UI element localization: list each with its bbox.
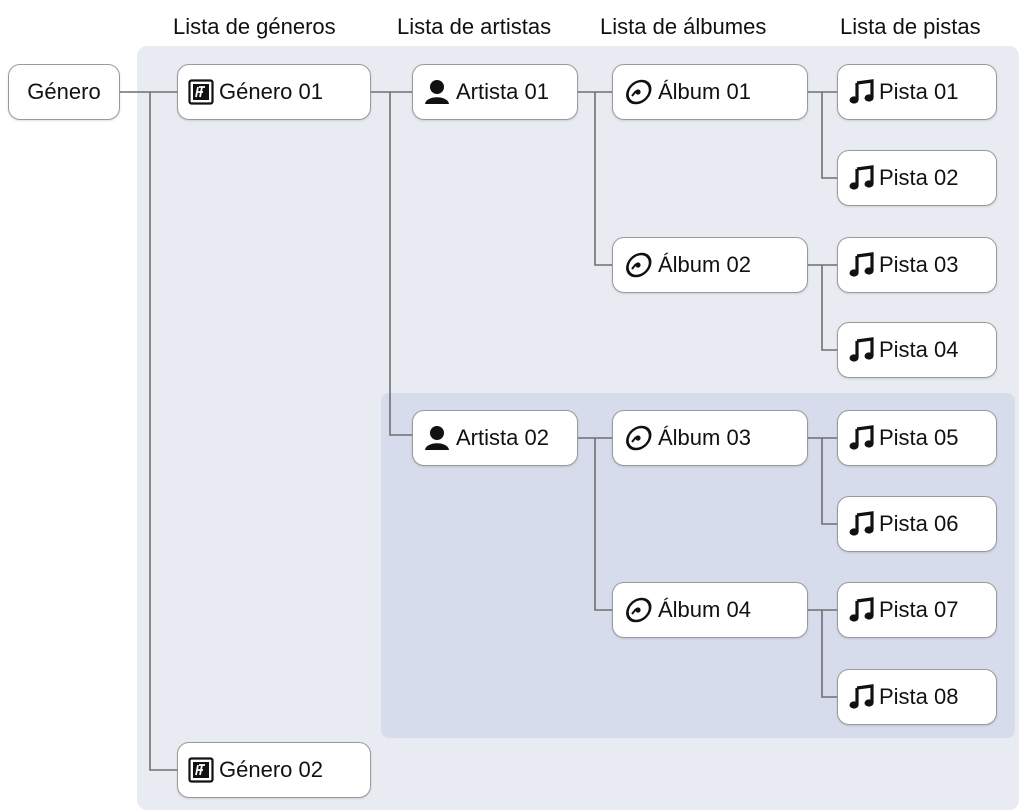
music-note-icon	[848, 252, 874, 278]
album-node-01[interactable]: Álbum 01	[612, 64, 808, 120]
track-node-01[interactable]: Pista 01	[837, 64, 997, 120]
artist-list-header: Lista de artistas	[397, 14, 552, 39]
album-icon	[623, 252, 653, 278]
track-node-05[interactable]: Pista 05	[837, 410, 997, 466]
album-label: Álbum 01	[658, 79, 751, 104]
track-label: Pista 07	[879, 597, 959, 622]
album-label: Álbum 03	[658, 425, 751, 450]
artist-node-02[interactable]: Artista 02	[412, 410, 578, 466]
track-node-08[interactable]: Pista 08	[837, 669, 997, 725]
track-label: Pista 06	[879, 511, 959, 536]
music-note-icon	[848, 79, 874, 105]
track-node-03[interactable]: Pista 03	[837, 237, 997, 293]
connector-album01-tracks	[808, 91, 837, 179]
connector-album04-tracks	[808, 609, 837, 698]
album-label: Álbum 04	[658, 597, 751, 622]
artist-label: Artista 01	[456, 79, 549, 104]
album-icon	[623, 79, 653, 105]
genre-label: Género 02	[219, 757, 323, 782]
artist-icon	[423, 79, 451, 105]
artist-icon	[423, 425, 451, 451]
track-list-header: Lista de pistas	[840, 14, 981, 39]
music-note-icon	[848, 425, 874, 451]
track-node-04[interactable]: Pista 04	[837, 322, 997, 378]
connector-genre-artists	[371, 91, 412, 436]
track-label: Pista 01	[879, 79, 959, 104]
connector-album03-tracks	[808, 437, 837, 525]
track-label: Pista 08	[879, 684, 959, 709]
connector-artist02-albums	[578, 437, 612, 611]
genre-icon	[188, 757, 214, 783]
genre-node-01[interactable]: Género 01	[177, 64, 371, 120]
track-label: Pista 05	[879, 425, 959, 450]
track-label: Pista 02	[879, 165, 959, 190]
track-node-07[interactable]: Pista 07	[837, 582, 997, 638]
music-note-icon	[848, 337, 874, 363]
connector-root-genres	[120, 91, 177, 771]
genre-list-header: Lista de géneros	[173, 14, 336, 39]
artist-node-01[interactable]: Artista 01	[412, 64, 578, 120]
track-node-06[interactable]: Pista 06	[837, 496, 997, 552]
album-node-02[interactable]: Álbum 02	[612, 237, 808, 293]
album-node-04[interactable]: Álbum 04	[612, 582, 808, 638]
root-genre-node[interactable]: Género	[8, 64, 120, 120]
artist-label: Artista 02	[456, 425, 549, 450]
genre-label: Género 01	[219, 79, 323, 104]
music-note-icon	[848, 597, 874, 623]
track-node-02[interactable]: Pista 02	[837, 150, 997, 206]
album-icon	[623, 425, 653, 451]
connector-artist01-albums	[578, 91, 612, 266]
connector-album02-tracks	[808, 264, 837, 351]
album-node-03[interactable]: Álbum 03	[612, 410, 808, 466]
album-list-header: Lista de álbumes	[600, 14, 767, 39]
genre-icon	[188, 79, 214, 105]
music-note-icon	[848, 684, 874, 710]
music-note-icon	[848, 511, 874, 537]
album-icon	[623, 597, 653, 623]
track-label: Pista 03	[879, 252, 959, 277]
genre-node-02[interactable]: Género 02	[177, 742, 371, 798]
album-label: Álbum 02	[658, 252, 751, 277]
root-genre-label: Género	[27, 79, 101, 104]
music-note-icon	[848, 165, 874, 191]
track-label: Pista 04	[879, 337, 959, 362]
